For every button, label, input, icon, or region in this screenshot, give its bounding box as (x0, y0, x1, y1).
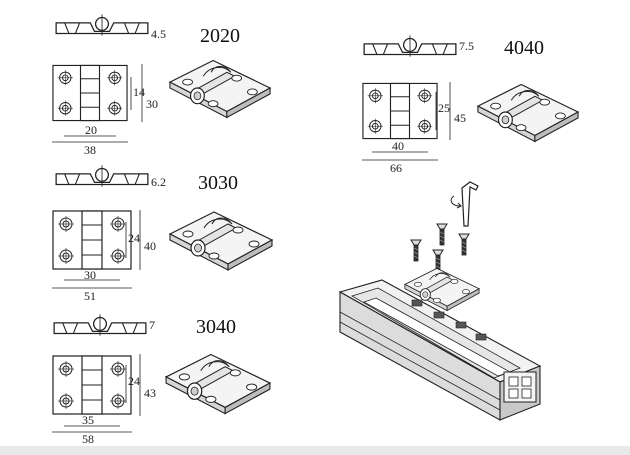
hinge-side-view (53, 314, 147, 336)
hole-spacing-w-dim: 40 (392, 139, 404, 153)
assembly-illustration (338, 181, 542, 421)
footer-bar (0, 446, 630, 455)
width-dim: 58 (82, 432, 94, 446)
hinge-3030-block: 6.2 3030 24 40 30 51 (52, 165, 273, 303)
model-label: 3030 (198, 172, 238, 194)
hole-spacing-w-dim: 20 (85, 123, 97, 137)
height-dim: 40 (144, 239, 156, 253)
model-label: 4040 (504, 37, 544, 59)
hinge-3d-view (169, 59, 271, 119)
hinge-side-view (363, 35, 457, 57)
hole-spacing-w-dim: 30 (84, 268, 96, 282)
hinge-4040-block: 7.5 4040 25 45 40 66 (362, 35, 579, 175)
hole-spacing-h-dim: 25 (438, 101, 450, 115)
height-dim: 45 (454, 111, 466, 125)
countersunk-screw-icon (436, 223, 448, 246)
hole-spacing-h-dim: 14 (133, 85, 145, 99)
countersunk-screw-icon (410, 239, 422, 262)
model-label: 3040 (196, 316, 236, 338)
hinge-side-view (55, 165, 149, 187)
aluminum-profile-icon (338, 279, 542, 421)
hinge-3d-view (477, 83, 579, 143)
thickness-dim: 4.5 (151, 27, 166, 41)
allen-key-icon (450, 181, 479, 227)
width-dim: 66 (390, 161, 402, 175)
hinge-3d-view (165, 353, 271, 415)
hinge-front-view (52, 210, 132, 270)
hinge-2020-block: 4.5 2020 14 30 20 38 (52, 14, 271, 157)
hinge-front-view (362, 82, 438, 140)
hinge-front-view (52, 64, 128, 122)
hole-spacing-h-dim: 24 (128, 231, 140, 245)
thickness-dim: 7.5 (459, 39, 474, 53)
hinge-front-view (52, 355, 132, 415)
model-label: 2020 (200, 25, 240, 47)
thickness-dim: 6.2 (151, 175, 166, 189)
hole-spacing-h-dim: 24 (128, 374, 140, 388)
width-dim: 38 (84, 143, 96, 157)
hinge-3d-view (169, 211, 273, 271)
width-dim: 51 (84, 289, 96, 303)
height-dim: 43 (144, 386, 156, 400)
hole-spacing-w-dim: 35 (82, 413, 94, 427)
hinge-side-view (55, 14, 149, 36)
height-dim: 30 (146, 97, 158, 111)
hinge-3040-block: 7 3040 24 43 35 58 (52, 314, 271, 446)
thickness-dim: 7 (149, 318, 155, 332)
countersunk-screw-icon (432, 249, 444, 272)
countersunk-screw-icon (458, 233, 470, 256)
